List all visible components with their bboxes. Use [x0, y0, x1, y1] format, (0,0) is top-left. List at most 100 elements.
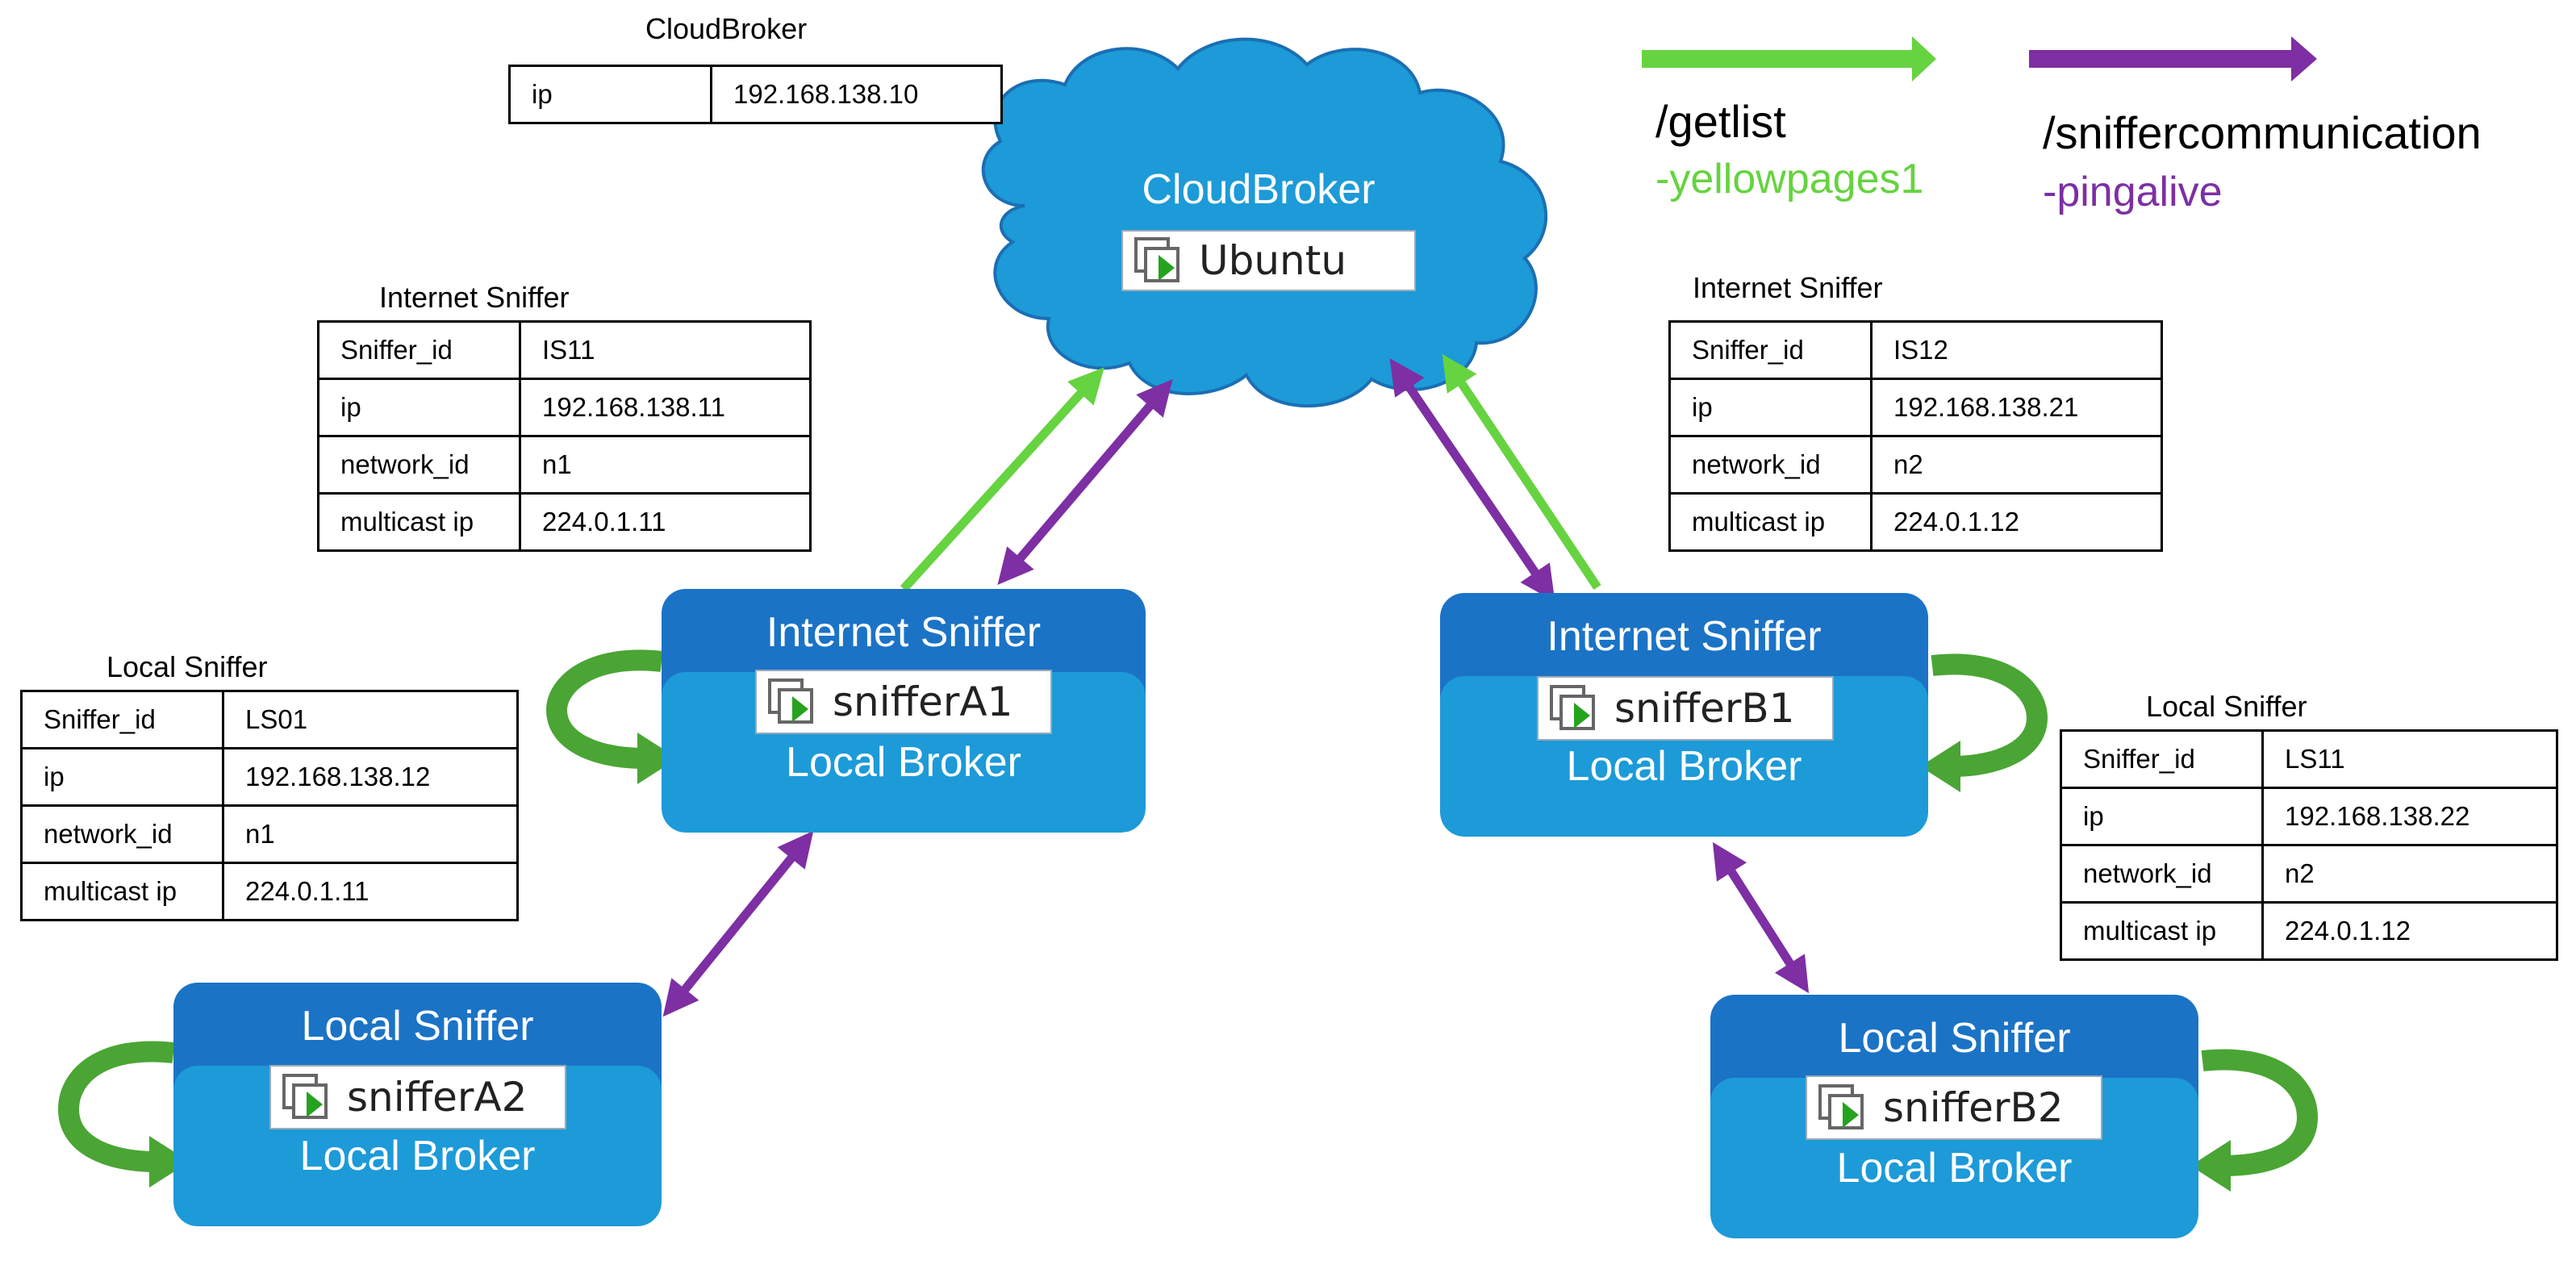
cloudbroker-title: CloudBroker — [1142, 166, 1376, 213]
field-label: ip — [1668, 378, 1873, 437]
vm-name: snifferA2 — [347, 1074, 528, 1121]
field-label: Sniffer_id — [2060, 729, 2264, 789]
field-value: IS11 — [519, 320, 812, 380]
field-label: multicast ip — [20, 862, 224, 921]
field-label: network_id — [317, 435, 521, 495]
vm-name: snifferB1 — [1614, 685, 1795, 732]
cloudbroker-info-table: ip 192.168.138.10 — [508, 65, 1003, 124]
node-title: Local Sniffer — [1838, 1015, 2071, 1062]
field-value: LS11 — [2261, 729, 2558, 789]
field-label: ip — [2060, 787, 2264, 846]
is11-table-title: Internet Sniffer — [379, 281, 570, 314]
vm-play-icon — [1550, 685, 1595, 730]
table-row: ip 192.168.138.10 — [508, 65, 1003, 124]
field-value: 192.168.138.22 — [2261, 787, 2558, 846]
field-value: 224.0.1.12 — [2261, 901, 2558, 961]
vm-play-icon — [768, 678, 813, 724]
field-value: IS12 — [1870, 320, 2163, 380]
node-subtitle: Local Broker — [786, 739, 1021, 786]
legend-getlist-label: /getlist — [1655, 96, 1786, 147]
vm-ubuntu: Ubuntu — [1121, 230, 1416, 291]
node-sniffer-b2: Local Sniffer Local Broker — [1710, 995, 2198, 1238]
field-value: 192.168.138.12 — [222, 747, 519, 807]
vm-sniffer-a1: snifferA1 — [755, 670, 1052, 734]
cloudbroker-table-title: CloudBroker — [645, 12, 808, 45]
field-label: network_id — [2060, 844, 2264, 904]
field-label: ip — [20, 747, 224, 807]
ping-arrow-b1 — [1389, 358, 1555, 602]
field-label: network_id — [1668, 435, 1873, 495]
ping-arrow-b1-b2 — [1712, 841, 1810, 994]
field-value: 192.168.138.21 — [1870, 378, 2163, 437]
field-label: network_id — [20, 804, 224, 864]
field-label: multicast ip — [1668, 492, 1873, 552]
vm-sniffer-a2: snifferA2 — [269, 1065, 566, 1129]
loop-arrow-icon — [57, 1041, 190, 1188]
legend-pingalive-sub: -pingalive — [2043, 169, 2223, 215]
ls11-table-title: Local Sniffer — [2146, 690, 2307, 723]
vm-name: Ubuntu — [1199, 237, 1347, 284]
node-subtitle: Local Broker — [299, 1133, 536, 1179]
loop-arrow-icon — [1920, 653, 2048, 792]
vm-sniffer-b1: snifferB1 — [1537, 676, 1834, 741]
ping-arrow-a1 — [997, 378, 1173, 586]
legend-sniffercommunication-label: /sniffercommunication — [2043, 107, 2482, 158]
vm-play-icon — [282, 1074, 328, 1119]
field-value: 192.168.138.10 — [710, 65, 1003, 124]
field-value: 224.0.1.12 — [1870, 492, 2163, 552]
loop-arrow-icon — [545, 649, 678, 784]
field-label: Sniffer_id — [20, 690, 224, 749]
field-value: 224.0.1.11 — [222, 862, 519, 921]
field-value: n2 — [1870, 435, 2163, 495]
field-label: Sniffer_id — [1668, 320, 1873, 380]
legend-getlist-arrow — [1642, 36, 1936, 81]
getlist-arrow-b1 — [1442, 354, 1601, 591]
getlist-arrow-a1 — [900, 367, 1104, 592]
field-label: multicast ip — [2060, 901, 2264, 961]
vm-play-icon — [1134, 237, 1179, 282]
ls01-table-title: Local Sniffer — [106, 650, 268, 683]
field-value: LS01 — [222, 690, 519, 749]
legend-sniffercommunication-arrow — [2029, 36, 2317, 81]
vm-name: snifferA1 — [833, 678, 1013, 725]
field-label: Sniffer_id — [317, 320, 521, 380]
legend-getlist-sub: -yellowpages1 — [1655, 156, 1924, 202]
field-value: n1 — [519, 435, 812, 495]
node-title: Internet Sniffer — [766, 609, 1042, 656]
vm-sniffer-b2: snifferB2 — [1806, 1075, 2102, 1140]
node-subtitle: Local Broker — [1836, 1145, 2073, 1192]
node-title: Local Sniffer — [301, 1003, 534, 1050]
node-subtitle: Local Broker — [1566, 743, 1802, 790]
field-label: ip — [508, 65, 712, 124]
loop-arrow-icon — [2190, 1049, 2319, 1192]
field-value: 192.168.138.11 — [519, 378, 812, 437]
ping-arrow-a1-a2 — [662, 830, 814, 1017]
field-value: 224.0.1.11 — [519, 492, 812, 552]
field-value: n2 — [2261, 844, 2558, 904]
field-value: n1 — [222, 804, 519, 864]
vm-name: snifferB2 — [1883, 1084, 2064, 1131]
is12-table-title: Internet Sniffer — [1693, 271, 1883, 304]
cloudbroker-cloud — [981, 37, 1547, 408]
field-label: ip — [317, 378, 521, 437]
